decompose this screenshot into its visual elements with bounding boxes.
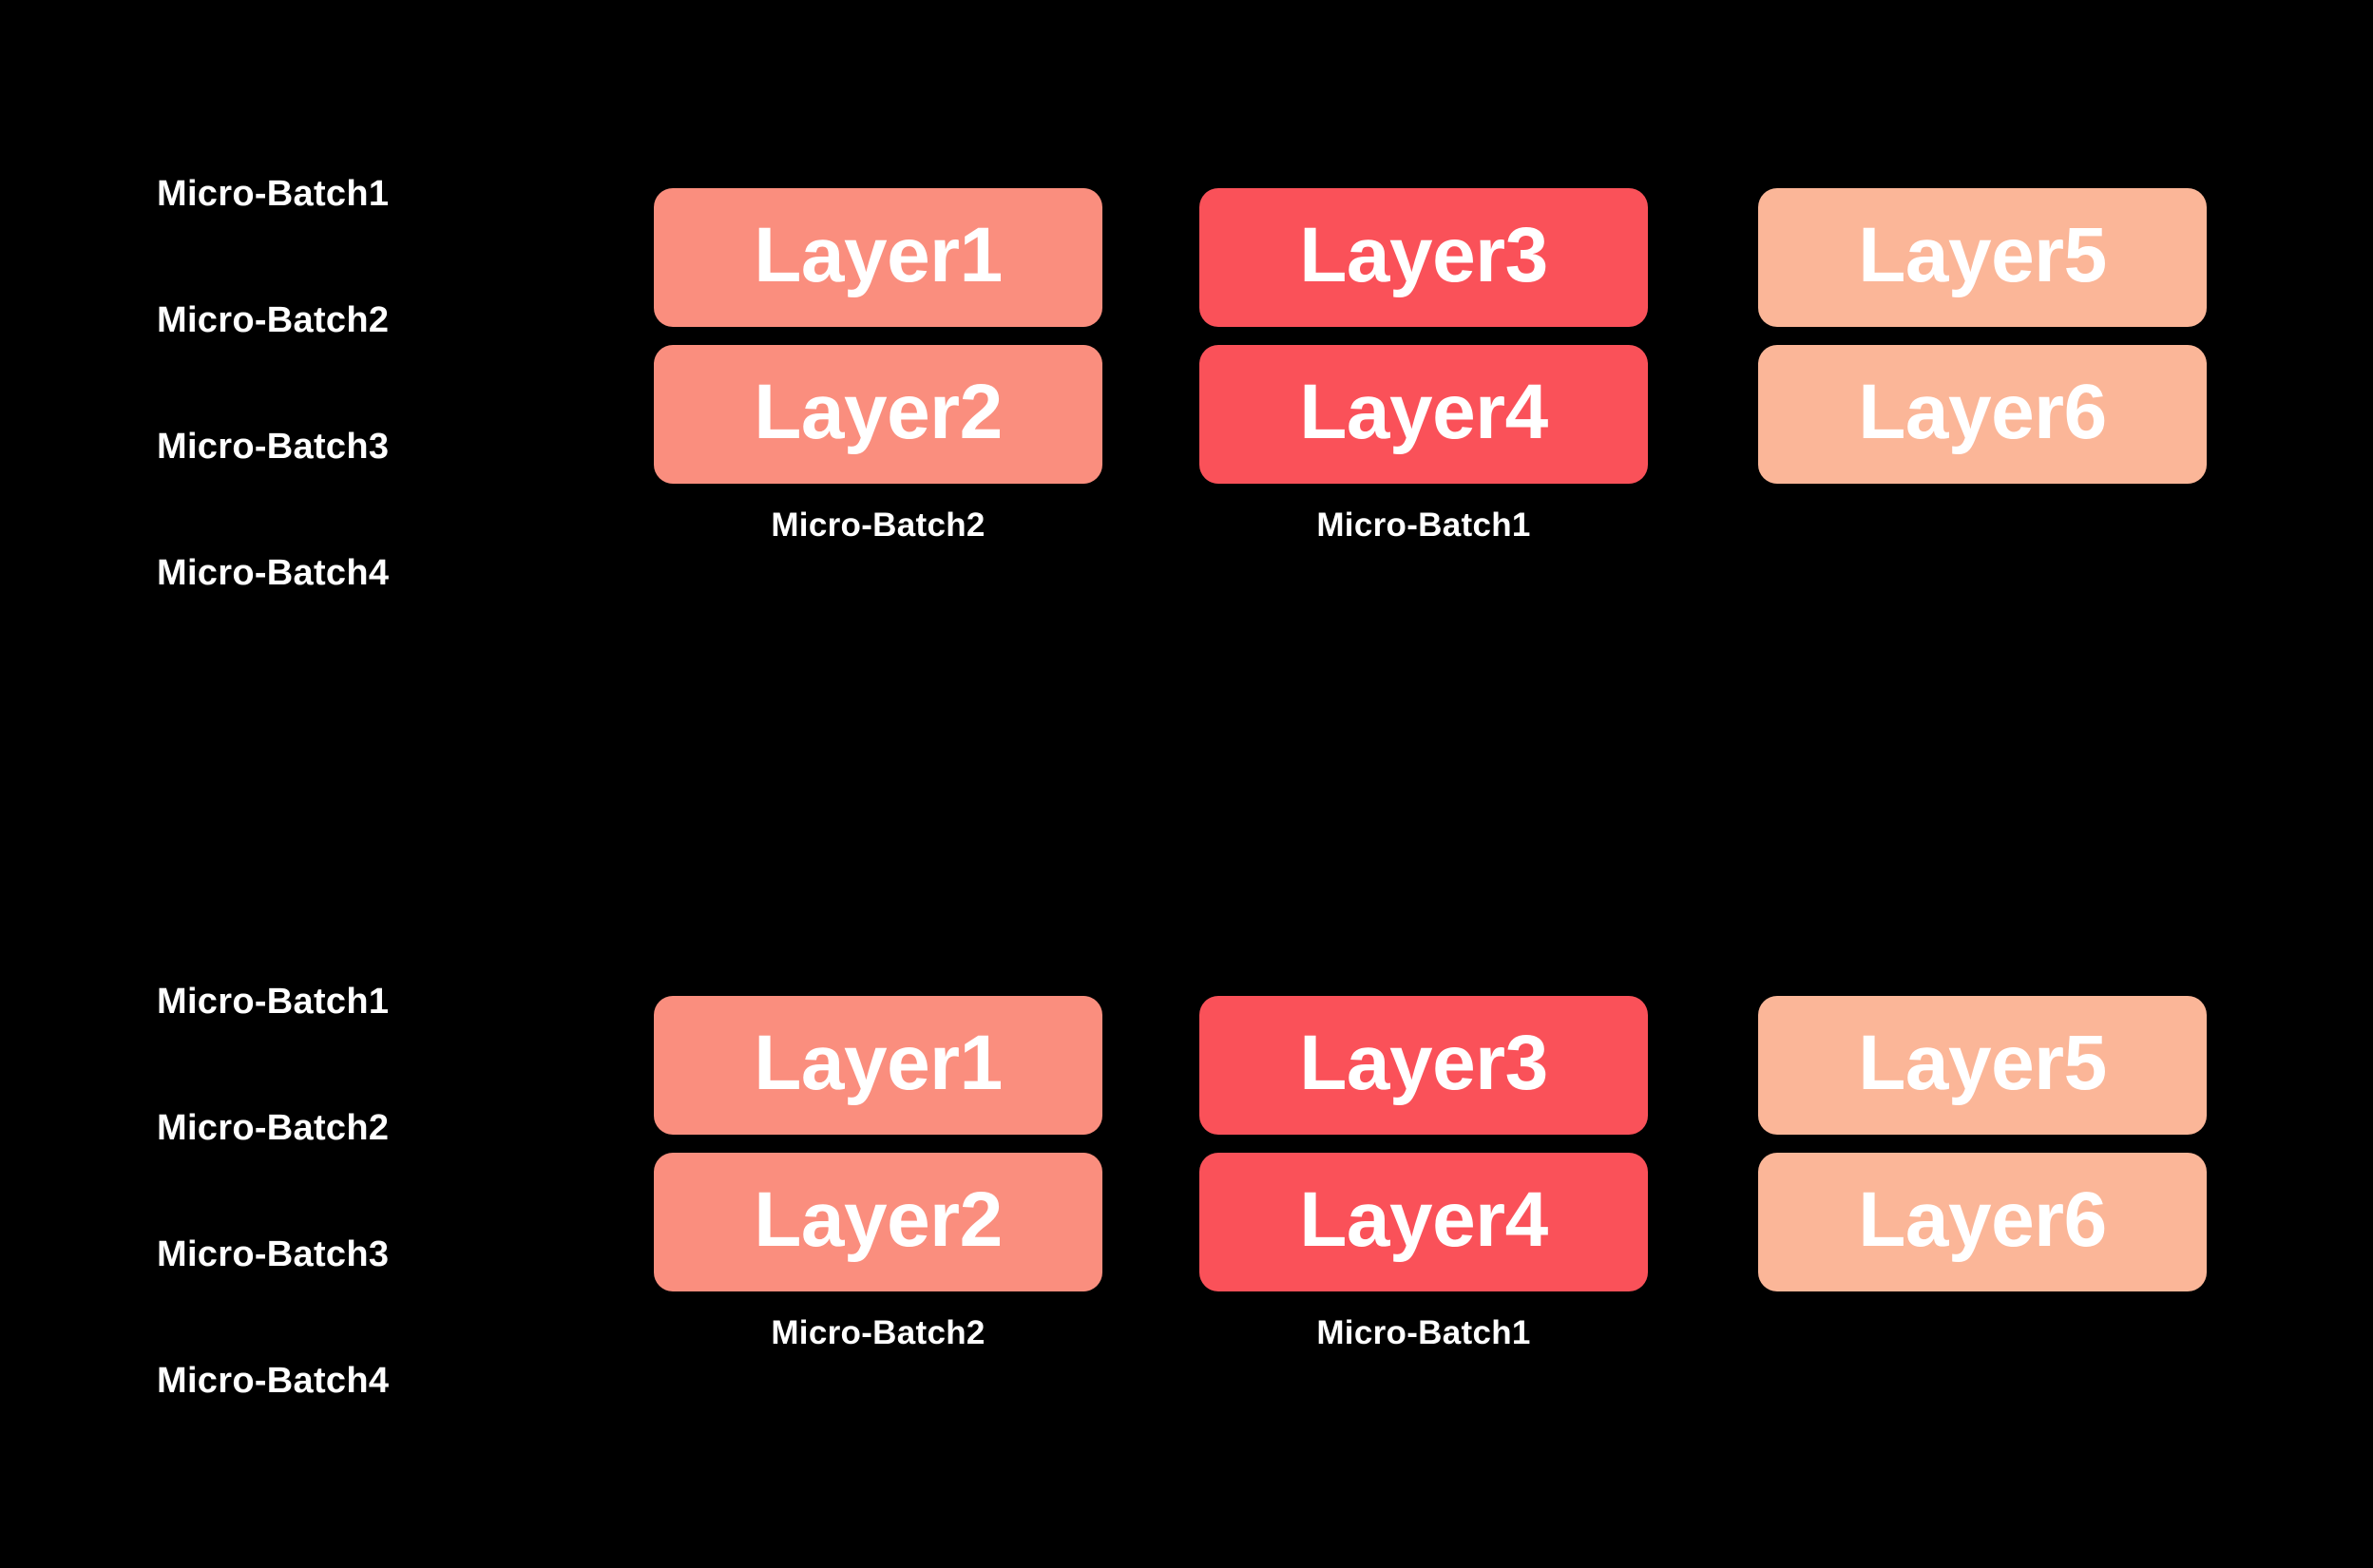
layer-label: Layer1	[754, 1020, 1003, 1106]
layer-box: Layer1	[654, 996, 1102, 1135]
micro-batch-label: Micro-Batch4	[157, 1361, 390, 1401]
micro-batch-label-column: Micro-Batch1 Micro-Batch2 Micro-Batch3 M…	[157, 979, 565, 1425]
layer-label: Layer4	[1299, 1176, 1548, 1263]
layer-label: Layer2	[754, 369, 1003, 455]
layer-group: Layer5 Layer6	[1758, 996, 2207, 1352]
micro-batch-label: Micro-Batch1	[157, 982, 390, 1022]
layer-label: Layer4	[1299, 369, 1548, 455]
group-caption: Micro-Batch2	[771, 507, 986, 544]
pipeline-section-bottom: Micro-Batch1 Micro-Batch2 Micro-Batch3 M…	[0, 979, 2373, 1425]
layer-group: Layer5 Layer6	[1758, 188, 2207, 545]
layer-label: Layer6	[1858, 369, 2107, 455]
layer-label: Layer5	[1858, 1020, 2107, 1106]
layer-box: Layer4	[1199, 1153, 1648, 1291]
layer-box: Layer4	[1199, 345, 1648, 484]
micro-batch-label: Micro-Batch2	[157, 1108, 390, 1148]
layer-label: Layer1	[754, 212, 1003, 298]
pipeline-section-top: Micro-Batch1 Micro-Batch2 Micro-Batch3 M…	[0, 171, 2373, 618]
group-caption: Micro-Batch1	[1316, 507, 1531, 544]
layer-label: Layer2	[754, 1176, 1003, 1263]
micro-batch-label: Micro-Batch4	[157, 553, 390, 593]
group-caption: Micro-Batch1	[1316, 1314, 1531, 1351]
layer-box: Layer3	[1199, 996, 1648, 1135]
layer-group: Layer1 Layer2 Micro-Batch2	[654, 996, 1102, 1352]
layer-label: Layer3	[1299, 212, 1548, 298]
layer-box: Layer5	[1758, 996, 2207, 1135]
layer-box: Layer5	[1758, 188, 2207, 327]
layer-group: Layer3 Layer4 Micro-Batch1	[1199, 996, 1648, 1352]
micro-batch-label: Micro-Batch3	[157, 1234, 390, 1274]
micro-batch-label-column: Micro-Batch1 Micro-Batch2 Micro-Batch3 M…	[157, 171, 565, 618]
layer-group: Layer3 Layer4 Micro-Batch1	[1199, 188, 1648, 545]
layer-box: Layer1	[654, 188, 1102, 327]
layer-label: Layer3	[1299, 1020, 1548, 1106]
layer-box: Layer6	[1758, 345, 2207, 484]
layer-box: Layer2	[654, 1153, 1102, 1291]
layer-box: Layer2	[654, 345, 1102, 484]
micro-batch-label: Micro-Batch3	[157, 427, 390, 467]
layer-group: Layer1 Layer2 Micro-Batch2	[654, 188, 1102, 545]
layer-box: Layer6	[1758, 1153, 2207, 1291]
micro-batch-label: Micro-Batch2	[157, 300, 390, 340]
layer-box: Layer3	[1199, 188, 1648, 327]
layer-label: Layer5	[1858, 212, 2107, 298]
layer-label: Layer6	[1858, 1176, 2107, 1263]
group-caption: Micro-Batch2	[771, 1314, 986, 1351]
micro-batch-label: Micro-Batch1	[157, 174, 390, 214]
